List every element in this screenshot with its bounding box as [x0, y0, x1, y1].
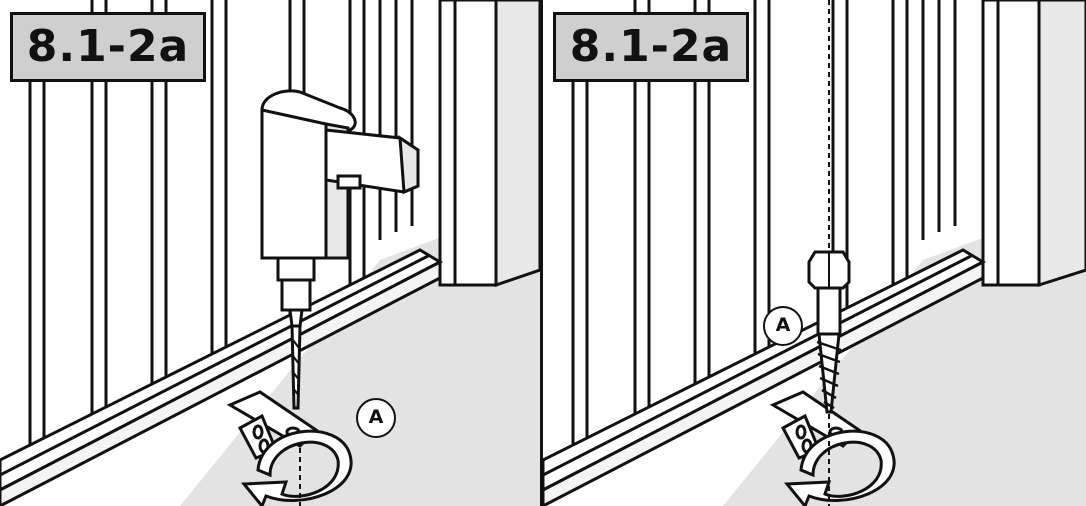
- lag-screw-icon: [807, 250, 851, 414]
- drill-installation-illustration: [0, 0, 540, 506]
- door-post: [981, 0, 1086, 288]
- rotation-arrow-icon: [240, 429, 353, 506]
- screw-installation-illustration: [543, 0, 1086, 506]
- rotation-arrow-icon: [783, 429, 896, 506]
- callout-a: A: [356, 398, 396, 438]
- door-post: [438, 0, 540, 288]
- step-panel-screw: 8.1-2a A: [543, 0, 1086, 506]
- callout-a: A: [763, 306, 803, 346]
- step-number-label: 8.1-2a: [553, 12, 749, 82]
- step-panel-drill: 8.1-2a A: [0, 0, 543, 506]
- step-number-label: 8.1-2a: [10, 12, 206, 82]
- drill-icon: [260, 89, 420, 410]
